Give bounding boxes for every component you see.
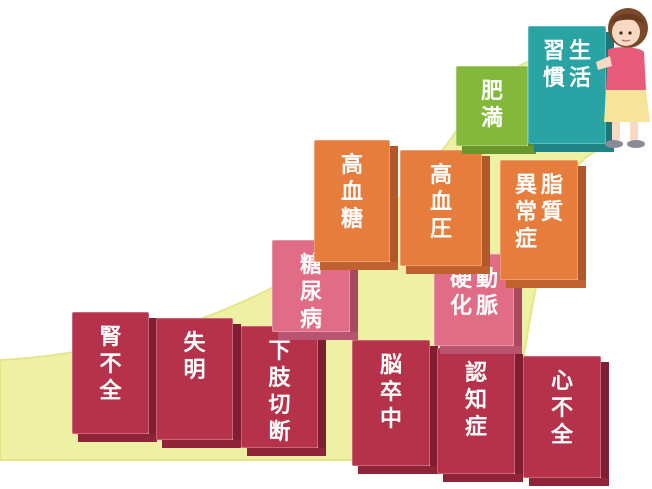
block-leg-amputation-col-1: 下肢切断 bbox=[268, 339, 291, 445]
block-dyslipidemia-text: 脂質 異常症 bbox=[500, 172, 578, 253]
block-heart-failure: 心不全 bbox=[523, 356, 609, 486]
block-arteriosclerosis-text: 動脈 硬化 bbox=[434, 266, 514, 320]
block-leg-amputation: 下肢切断 bbox=[241, 326, 326, 456]
block-dyslipidemia-col-1: 脂質 bbox=[541, 173, 564, 225]
block-obesity-text: 肥満 bbox=[456, 78, 528, 132]
block-dementia-text: 認知症 bbox=[437, 360, 515, 441]
block-hypertension-text: 高血圧 bbox=[400, 162, 482, 243]
block-diabetes-text: 糖尿病 bbox=[272, 252, 350, 333]
block-hyperglycemia-col-1: 高血糖 bbox=[340, 153, 363, 232]
block-heart-failure-text: 心不全 bbox=[523, 368, 601, 449]
block-diabetes-col-1: 糖尿病 bbox=[299, 253, 322, 332]
block-stroke-col-1: 脳卒中 bbox=[379, 353, 402, 432]
block-hyperglycemia-text: 高血糖 bbox=[314, 152, 390, 233]
block-kidney-failure: 腎不全 bbox=[72, 312, 157, 442]
block-hypertension: 高血圧 bbox=[400, 150, 490, 274]
block-blindness: 失明 bbox=[156, 318, 241, 448]
block-kidney-failure-col-1: 腎不全 bbox=[99, 325, 122, 404]
block-obesity-col-1: 肥満 bbox=[480, 79, 503, 131]
block-heart-failure-col-1: 心不全 bbox=[550, 369, 573, 448]
block-lifestyle-habits-text: 生活 習慣 bbox=[528, 38, 606, 92]
block-arteriosclerosis-col-1: 動脈 bbox=[476, 267, 499, 319]
block-obesity: 肥満 bbox=[456, 66, 536, 154]
block-hypertension-col-1: 高血圧 bbox=[429, 163, 452, 242]
block-blindness-col-1: 失明 bbox=[183, 331, 206, 383]
block-dyslipidemia: 脂質 異常症 bbox=[500, 160, 586, 288]
block-lifestyle-habits-col-2: 習慣 bbox=[542, 39, 565, 91]
block-stroke: 脳卒中 bbox=[352, 340, 438, 474]
block-leg-amputation-text: 下肢切断 bbox=[241, 338, 318, 446]
block-stroke-text: 脳卒中 bbox=[352, 352, 430, 433]
block-lifestyle-habits-col-1: 生活 bbox=[569, 39, 592, 91]
block-dementia-col-1: 認知症 bbox=[464, 361, 487, 440]
block-hyperglycemia: 高血糖 bbox=[314, 140, 398, 270]
block-lifestyle-habits: 生活 習慣 bbox=[528, 26, 614, 152]
woman-pushing-blocks-icon bbox=[596, 8, 650, 148]
block-arteriosclerosis-col-2: 硬化 bbox=[449, 267, 472, 319]
block-kidney-failure-text: 腎不全 bbox=[72, 324, 149, 405]
block-dyslipidemia-col-2: 異常症 bbox=[514, 173, 537, 252]
block-blindness-text: 失明 bbox=[156, 330, 233, 384]
block-dementia: 認知症 bbox=[437, 348, 523, 482]
block-diabetes: 糖尿病 bbox=[272, 240, 358, 340]
